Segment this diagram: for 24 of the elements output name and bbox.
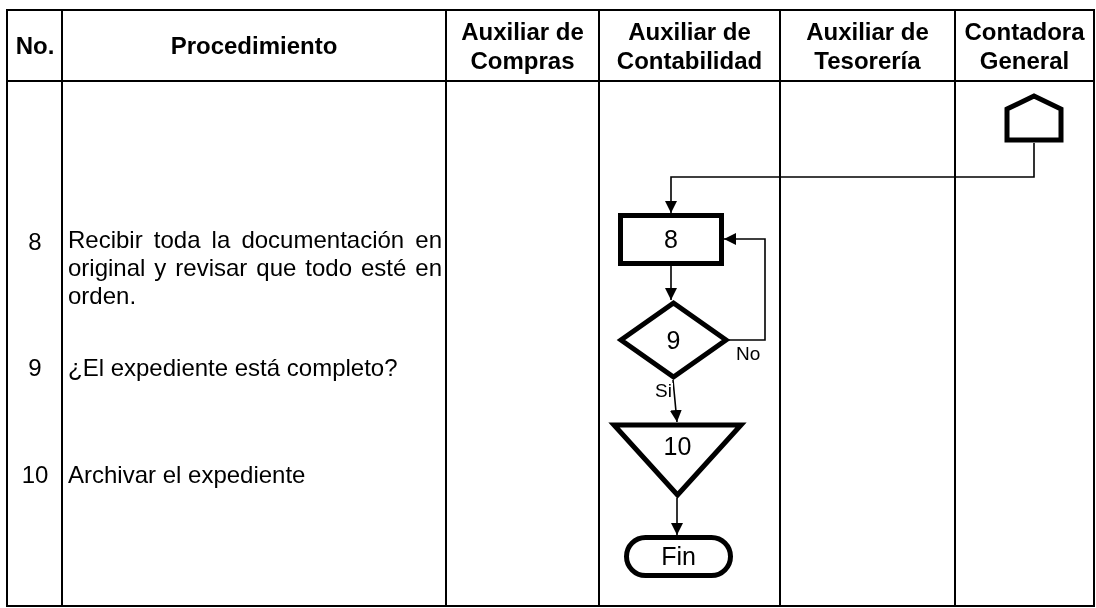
column-header: No. (15, 31, 55, 60)
end-terminator: Fin (624, 535, 733, 578)
edge-label: Si (654, 383, 673, 399)
step-description: Recibir toda la documentación en original y revisar que todo esté en orden. (68, 226, 442, 310)
column-header: Auxiliar de Contabilidad (615, 16, 764, 75)
column-header: Auxiliar de Compras (460, 16, 585, 75)
off-page-connector (1004, 93, 1064, 143)
step-number: 9 (27, 354, 43, 382)
step-description: Archivar el expediente (68, 461, 307, 489)
step-number: 10 (20, 461, 50, 489)
column-header: Procedimiento (170, 31, 338, 60)
arrow (669, 379, 682, 423)
step-description: ¿El expediente está completo? (68, 354, 399, 382)
archive-triangle: 10 (611, 422, 744, 498)
arrow (665, 265, 677, 301)
arrow (723, 233, 766, 341)
arrow (671, 497, 683, 536)
decision-diamond: 9 (618, 300, 729, 380)
process-box: 8 (618, 213, 724, 266)
column-header: Auxiliar de Tesorería (805, 16, 930, 75)
arrow (665, 142, 1035, 214)
step-number: 8 (27, 228, 43, 256)
edge-label: No (735, 346, 762, 362)
column-header: Contadora General (963, 16, 1086, 75)
